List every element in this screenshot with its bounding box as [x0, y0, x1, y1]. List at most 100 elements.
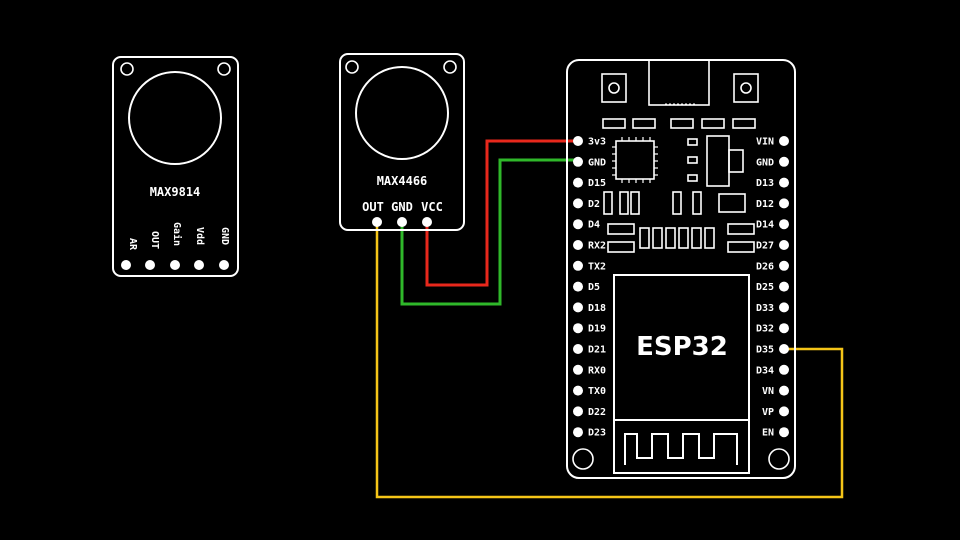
mount-hole — [120, 62, 134, 76]
esp32-pin-right-d34[interactable] — [779, 364, 789, 375]
esp32-pin-label-d23: D23 — [588, 428, 606, 439]
reset-button[interactable] — [733, 73, 759, 103]
esp32-pin-left-gnd[interactable] — [573, 156, 583, 167]
esp32-pin-right-gnd[interactable] — [779, 156, 789, 167]
microphone-capsule — [128, 71, 222, 165]
usb-connector — [648, 59, 710, 106]
esp32-pin-label-d32: D32 — [756, 324, 774, 335]
max9814-pin-vdd[interactable] — [194, 260, 204, 270]
max4466-module: MAX4466 OUT GND VCC — [339, 53, 465, 231]
max9814-pin-gnd[interactable] — [219, 260, 229, 270]
esp32-pin-label-rx0: RX0 — [588, 365, 606, 376]
esp32-pin-label-d22: D22 — [588, 407, 606, 418]
esp32-pin-label-d5: D5 — [588, 282, 600, 293]
esp32-pin-label-d26: D26 — [756, 261, 774, 272]
mount-hole — [768, 448, 790, 470]
esp32-pin-right-d27[interactable] — [779, 240, 789, 250]
esp32-pin-label-d34: D34 — [756, 365, 774, 376]
mount-hole — [443, 60, 457, 74]
esp32-right-header: VINGNDD13D12D14D27D26D25D33D32D35D34VNVP… — [756, 136, 789, 439]
esp32-pin-right-d32[interactable] — [779, 323, 789, 334]
esp32-pin-label-d12: D12 — [756, 199, 774, 210]
max4466-pin-label-vcc: VCC — [421, 200, 443, 214]
esp32-pin-left-3v3[interactable] — [573, 136, 583, 146]
esp32-pin-right-vp[interactable] — [779, 406, 789, 417]
esp32-pin-left-d18[interactable] — [573, 302, 583, 313]
esp32-pin-right-d13[interactable] — [779, 177, 789, 188]
esp32-pin-label-vp: VP — [762, 407, 774, 418]
max4466-board — [339, 53, 465, 231]
max4466-pin-out[interactable] — [372, 217, 382, 227]
max9814-pin-label-ar: AR — [127, 238, 138, 251]
esp32-pin-label-tx2: TX2 — [588, 261, 606, 272]
esp32-pin-right-d14[interactable] — [779, 219, 789, 230]
esp32-pin-label-3v3: 3v3 — [588, 137, 606, 148]
esp32-pin-right-en[interactable] — [779, 427, 789, 438]
esp32-pin-label-rx2: RX2 — [588, 241, 606, 252]
max9814-pin-label-gain: Gain — [171, 222, 183, 246]
esp32-pin-right-d26[interactable] — [779, 260, 789, 271]
wires — [375, 139, 844, 499]
wire-out-d35[interactable] — [375, 222, 844, 499]
button-cap — [608, 82, 620, 94]
esp32-pin-right-vin[interactable] — [779, 136, 789, 146]
esp32-pin-left-rx2[interactable] — [573, 240, 583, 250]
esp32-pin-left-tx0[interactable] — [573, 385, 583, 396]
max9814-pin-label-vdd: Vdd — [194, 227, 205, 245]
esp32-pin-left-d21[interactable] — [573, 344, 583, 354]
esp32-pin-label-d18: D18 — [588, 303, 606, 314]
esp32-pin-left-d22[interactable] — [573, 406, 583, 417]
esp32-pin-label-d2: D2 — [588, 199, 600, 210]
mount-hole — [345, 60, 359, 74]
esp32-pin-left-d23[interactable] — [573, 427, 583, 438]
esp32-pin-label-d19: D19 — [588, 324, 606, 335]
esp32-pin-left-rx0[interactable] — [573, 364, 583, 375]
max4466-pin-gnd[interactable] — [397, 217, 407, 227]
esp32-pin-right-d25[interactable] — [779, 281, 789, 292]
max4466-pin-label-gnd: GND — [391, 200, 413, 214]
max9814-pin-out[interactable] — [145, 260, 155, 270]
esp32-pin-left-d19[interactable] — [573, 323, 583, 334]
esp32-pin-left-d5[interactable] — [573, 281, 583, 292]
max4466-pin-label-out: OUT — [362, 200, 384, 214]
esp32-pin-label-gnd: GND — [588, 157, 606, 168]
max4466-pin-vcc[interactable] — [422, 217, 432, 227]
esp32-pin-label-d13: D13 — [756, 178, 774, 189]
esp32-pin-label-gnd: GND — [756, 157, 774, 168]
esp32-pin-label-d14: D14 — [756, 220, 774, 231]
boot-button[interactable] — [601, 73, 627, 103]
esp32-pin-label-d4: D4 — [588, 220, 600, 231]
esp32-pin-label-vn: VN — [762, 386, 774, 397]
mount-hole — [572, 448, 594, 470]
antenna-trace — [624, 433, 738, 465]
esp32-pin-left-d4[interactable] — [573, 219, 583, 230]
wire-gnd-gnd[interactable] — [400, 158, 578, 306]
esp32-pin-label-d15: D15 — [588, 178, 606, 189]
wire-vcc-3v3[interactable] — [425, 139, 578, 287]
max9814-pin-label-gnd: GND — [219, 227, 230, 245]
esp32-pin-label-d27: D27 — [756, 241, 774, 252]
esp32-pin-label-vin: VIN — [756, 137, 774, 148]
esp32-pin-right-d35[interactable] — [779, 344, 789, 354]
esp32-pin-label-d35: D35 — [756, 345, 774, 356]
esp32-pin-right-d12[interactable] — [779, 198, 789, 209]
max9814-pin-gain[interactable] — [170, 260, 180, 270]
max9814-module: MAX9814 AR OUT Gain Vdd GND — [112, 56, 239, 277]
esp32-module-shield — [613, 274, 750, 474]
max9814-pin-ar[interactable] — [121, 260, 131, 270]
esp32-pin-right-d33[interactable] — [779, 302, 789, 313]
esp32-pin-right-vn[interactable] — [779, 385, 789, 396]
microphone-capsule — [355, 66, 449, 160]
esp32-pin-label-tx0: TX0 — [588, 386, 606, 397]
esp32-board: ESP32 3v3GNDD15D2D4RX2TX2D5D18D19D21RX0T… — [566, 59, 796, 479]
esp32-pin-left-d15[interactable] — [573, 177, 583, 188]
esp32-left-header: 3v3GNDD15D2D4RX2TX2D5D18D19D21RX0TX0D22D… — [573, 136, 606, 439]
antenna-area — [613, 419, 750, 474]
max4466-title: MAX4466 — [377, 174, 428, 188]
button-cap — [740, 82, 752, 94]
esp32-pin-left-d2[interactable] — [573, 198, 583, 209]
esp32-title: ESP32 — [636, 332, 728, 362]
esp32-pin-left-tx2[interactable] — [573, 260, 583, 271]
esp32-pin-label-en: EN — [762, 428, 774, 439]
